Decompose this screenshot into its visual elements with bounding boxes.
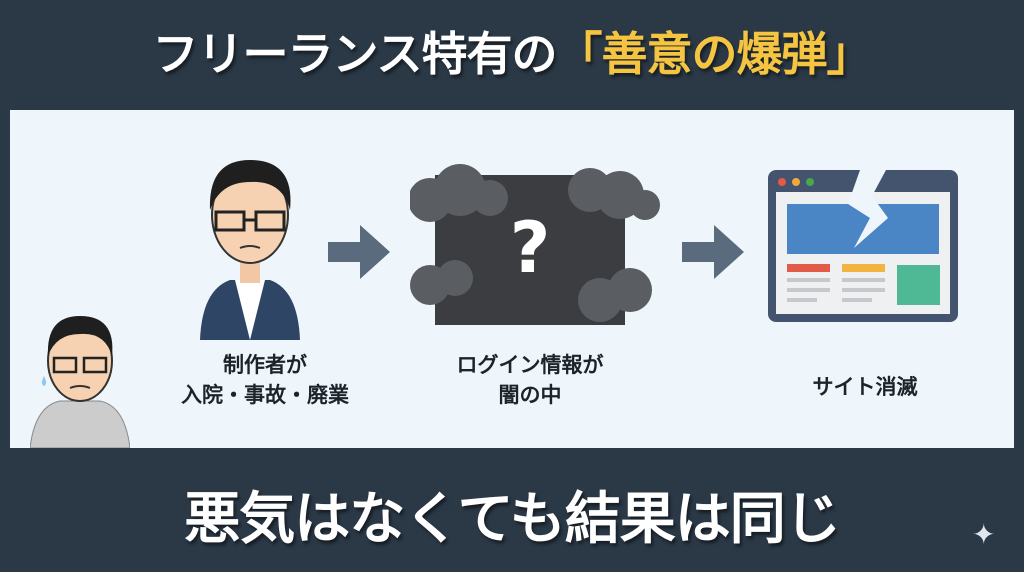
step-site-lost-label: サイト消滅 xyxy=(812,375,918,399)
broken-website-icon xyxy=(768,170,958,322)
title-prefix: フリーランス特有の xyxy=(152,27,557,81)
step-creator-line2: 入院・事故・廃業 xyxy=(181,383,349,407)
unknown-login-cloud-illustration: ? xyxy=(410,164,660,325)
step-creator-label: 制作者が入院・事故・廃業 xyxy=(170,350,360,410)
title-highlight: 「善意の爆弾」 xyxy=(556,27,873,81)
question-mark-icon: ? xyxy=(510,207,551,289)
step-login-label: ログイン情報が闇の中 xyxy=(410,350,650,410)
footer-message: 悪気はなくても結果は同じ xyxy=(184,487,841,552)
step-login-line1: ログイン情報が xyxy=(456,353,604,377)
creator-person-illustration xyxy=(200,160,300,340)
worried-client-illustration xyxy=(30,316,130,448)
diagram-panel: 制作者が入院・事故・廃業 ? ログイン情報が闇の中 サイト消滅 xyxy=(10,110,1014,448)
arrow-right-icon xyxy=(682,225,744,279)
arrow-right-icon xyxy=(328,225,390,279)
step-login-line2: 闇の中 xyxy=(498,383,562,407)
sparkle-icon: ✦ xyxy=(972,518,996,551)
page-title: フリーランス特有の「善意の爆弾」 xyxy=(0,18,1024,84)
step-creator-line1: 制作者が xyxy=(223,353,307,377)
